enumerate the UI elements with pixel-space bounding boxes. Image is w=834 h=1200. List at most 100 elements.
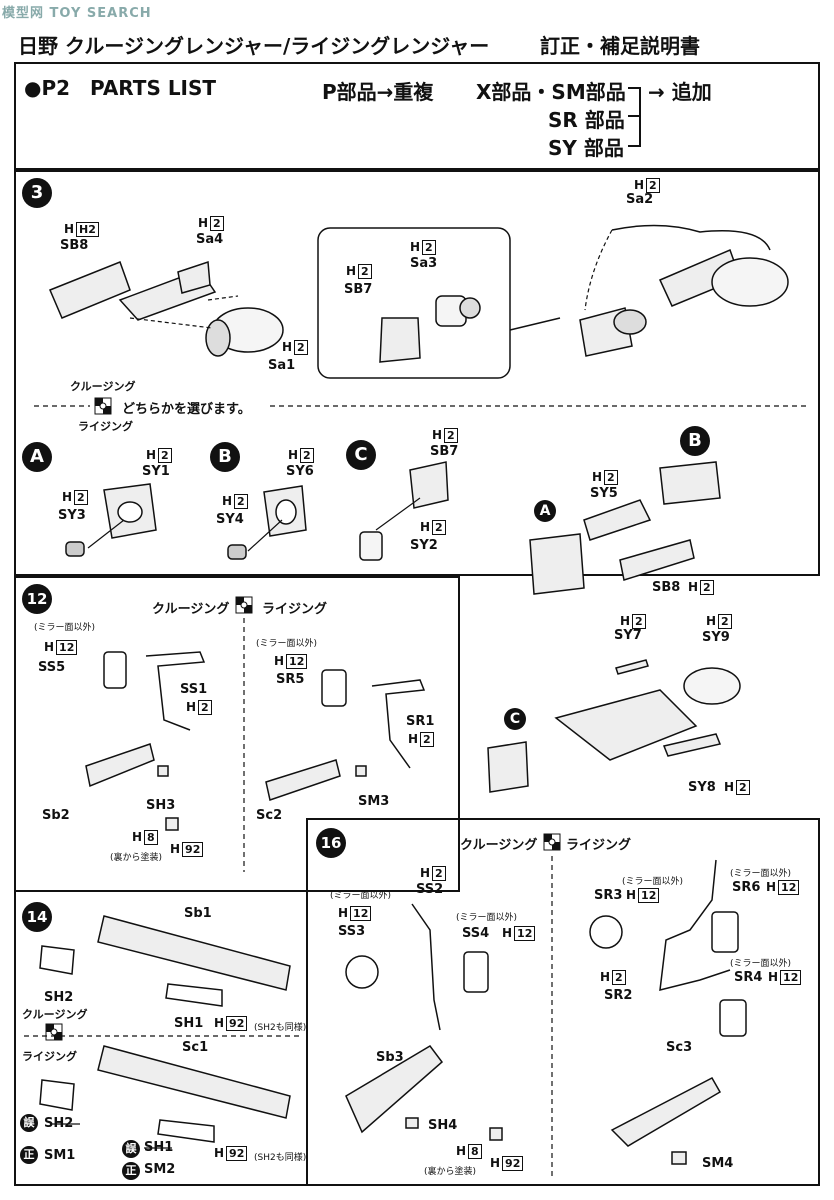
mirror-note: (ミラー面以外)	[330, 891, 392, 901]
same-note: (SH2も同様)	[254, 1153, 307, 1163]
step16-rising: ライジング	[566, 838, 632, 853]
part-sy2: SY2	[410, 538, 438, 553]
part-sb8: SB8	[652, 580, 681, 595]
step12-number: 12	[22, 584, 52, 614]
step14-rising: ライジング	[22, 1050, 77, 1063]
part-sr2: SR2	[604, 988, 633, 1003]
part-sa1: Sa1	[268, 358, 296, 373]
part-sr3: SR3	[594, 888, 623, 903]
part-sa2: Sa2	[626, 192, 654, 207]
part-sc3: Sc3	[666, 1040, 693, 1055]
part-sb3: Sb3	[376, 1050, 404, 1065]
watermark: 模型网 TOY SEARCH	[2, 6, 152, 21]
variant-b-marker: B	[210, 442, 240, 472]
part-sh3: SH3	[146, 798, 176, 813]
part-sy4: SY4	[216, 512, 244, 527]
part-sh1-wrong: SH1	[144, 1140, 174, 1155]
part-sh4: SH4	[428, 1118, 458, 1133]
variant-c-marker: C	[504, 708, 526, 730]
document-subtitle: 訂正・補足説明書	[540, 34, 700, 58]
part-sy8: SY8	[688, 780, 716, 795]
step12-cruising: クルージング	[152, 602, 230, 617]
part-sh2-wrong: SH2	[44, 1116, 74, 1131]
right-marker: 正	[20, 1146, 38, 1164]
part-sm2: SM2	[144, 1162, 176, 1177]
variant-c-marker: C	[346, 440, 376, 470]
mirror-note: (ミラー面以外)	[730, 869, 792, 879]
part-sc2: Sc2	[256, 808, 283, 823]
part-sa3: Sa3	[410, 256, 438, 271]
choice-text: どちらかを選びます。	[122, 402, 251, 417]
part-ss4: SS4	[462, 926, 490, 941]
part-sa4: Sa4	[196, 232, 224, 247]
part-sy6: SY6	[286, 464, 314, 479]
part-sy5: SY5	[590, 486, 618, 501]
wrong-marker: 誤	[122, 1140, 140, 1158]
parts-list-heading: PARTS LIST	[90, 76, 217, 100]
part-sb7: SB7	[430, 444, 459, 459]
step12-rising: ライジング	[262, 602, 328, 617]
part-ss2: SS2	[416, 882, 444, 897]
part-sm1: SM1	[44, 1148, 76, 1163]
part-ss1: SS1	[180, 682, 208, 697]
part-sb7: SB7	[344, 282, 373, 297]
part-sc1: Sc1	[182, 1040, 209, 1055]
part-sr5: SR5	[276, 672, 305, 687]
part-sb2: Sb2	[42, 808, 70, 823]
mirror-note: (ミラー面以外)	[622, 877, 684, 887]
mirror-note: (ミラー面以外)	[34, 623, 96, 633]
part-sm3: SM3	[358, 794, 390, 809]
step16-number: 16	[316, 828, 346, 858]
part-ss5: SS5	[38, 660, 66, 675]
parts-list-frame	[14, 62, 820, 170]
part-sy7: SY7	[614, 628, 642, 643]
part-sb8: SB8	[60, 238, 89, 253]
choice-rising: ライジング	[78, 420, 133, 433]
parts-list-page: ●P2	[24, 76, 71, 100]
mirror-note: (ミラー面以外)	[730, 959, 792, 969]
variant-a-marker: A	[534, 500, 556, 522]
variant-a-marker: A	[22, 442, 52, 472]
step14-number: 14	[22, 902, 52, 932]
part-sy1: SY1	[142, 464, 170, 479]
step16-cruising: クルージング	[460, 838, 538, 853]
wrong-marker: 誤	[20, 1114, 38, 1132]
back-paint-note: (裏から塗装)	[424, 1167, 477, 1177]
part-sr4: SR4	[734, 970, 763, 985]
part-ss3: SS3	[338, 924, 366, 939]
variant-b-marker: B	[680, 426, 710, 456]
part-sr6: SR6	[732, 880, 761, 895]
x-parts-note: X部品・SM部品	[476, 80, 626, 104]
part-sh1: SH1	[174, 1016, 204, 1031]
